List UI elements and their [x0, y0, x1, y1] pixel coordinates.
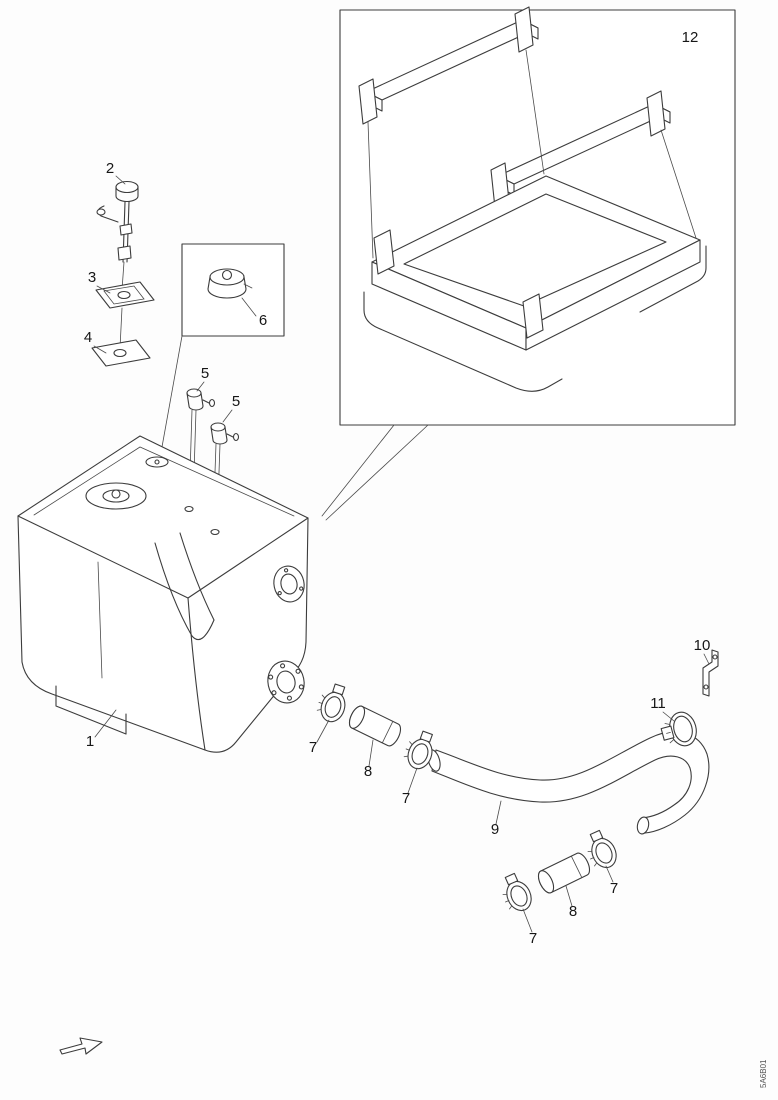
band-clamp [660, 711, 697, 747]
mounting-frame [358, 6, 707, 392]
inset-leader-lines [321, 424, 429, 521]
callout-8b: 8 [569, 903, 577, 920]
vent-assembly [96, 180, 139, 291]
tank-port-lower [267, 660, 305, 704]
callout-1: 1 [86, 733, 94, 750]
callout-6: 6 [259, 312, 267, 329]
support-bracket [702, 649, 719, 697]
callout-11: 11 [650, 695, 666, 712]
cap-detail-box [159, 243, 285, 459]
hose-coupling-a [345, 703, 405, 749]
callout-7a: 7 [309, 739, 317, 756]
callout-5a: 5 [201, 365, 209, 382]
callout-7c: 7 [610, 880, 618, 897]
fuel-tank [17, 435, 309, 753]
hose-coupling-b [534, 850, 594, 896]
callout-labels: 12 2 3 4 6 5 5 1 7 8 7 9 10 11 7 8 7 [84, 29, 711, 947]
callout-5b: 5 [232, 393, 240, 410]
hose-clamp-a [313, 680, 352, 726]
callout-4: 4 [84, 329, 92, 346]
fuel-hose [427, 731, 710, 835]
hose-clamp-d [495, 870, 537, 917]
callout-7b: 7 [402, 790, 410, 807]
orientation-arrow [59, 1037, 103, 1055]
document-code: 5A6B01 [759, 1059, 768, 1088]
callout-10: 10 [694, 637, 711, 654]
callout-12: 12 [682, 29, 699, 46]
callout-9: 9 [491, 821, 499, 838]
callout-3: 3 [88, 269, 96, 286]
gasket-plate-lower [91, 339, 151, 367]
callout-2: 2 [106, 160, 114, 177]
tank-port-upper [273, 565, 305, 603]
callout-7d: 7 [529, 930, 537, 947]
gasket-plate-upper [95, 281, 155, 349]
callout-leaders [93, 175, 710, 933]
callout-8a: 8 [364, 763, 372, 780]
